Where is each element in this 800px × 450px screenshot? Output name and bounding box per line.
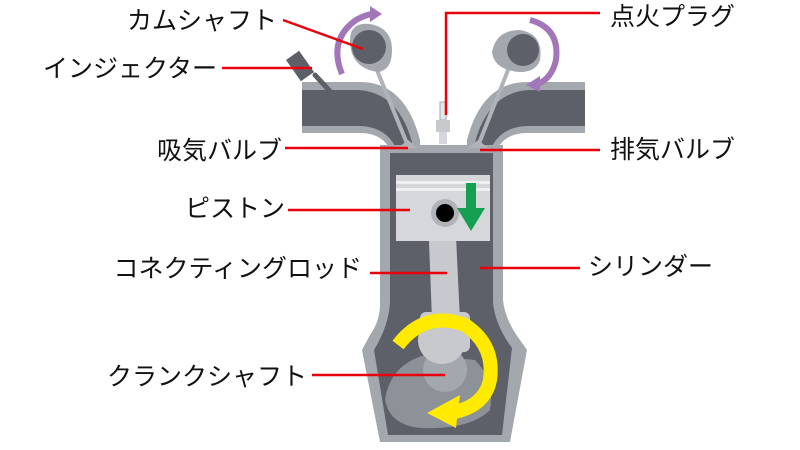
label-crankshaft: クランクシャフト (106, 362, 307, 391)
intake-cam-rotation-arrow (334, 11, 373, 76)
label-spark-plug: 点火プラグ (610, 2, 736, 31)
label-exhaust-valve: 排気バルブ (610, 135, 736, 164)
exhaust-cam (492, 30, 541, 72)
exhaust-cam-rotation-arrow (529, 17, 560, 87)
label-connecting-rod: コネクティングロッド (113, 254, 362, 283)
label-piston: ピストン (184, 194, 285, 223)
intake-cam (350, 23, 392, 72)
label-cylinder: シリンダー (588, 252, 714, 281)
label-injector: インジェクター (42, 54, 217, 83)
label-intake-valve: 吸気バルブ (156, 136, 282, 165)
exhaust-valve (468, 59, 514, 148)
connecting-rod (428, 215, 460, 320)
leader-lines (222, 11, 600, 377)
label-camshaft: カムシャフト (126, 6, 277, 35)
spark-plug (436, 101, 450, 144)
crank-rotation-arrow (392, 313, 498, 419)
piston-down-arrow (457, 183, 485, 231)
injector (285, 50, 341, 103)
intake-valve (370, 57, 418, 148)
